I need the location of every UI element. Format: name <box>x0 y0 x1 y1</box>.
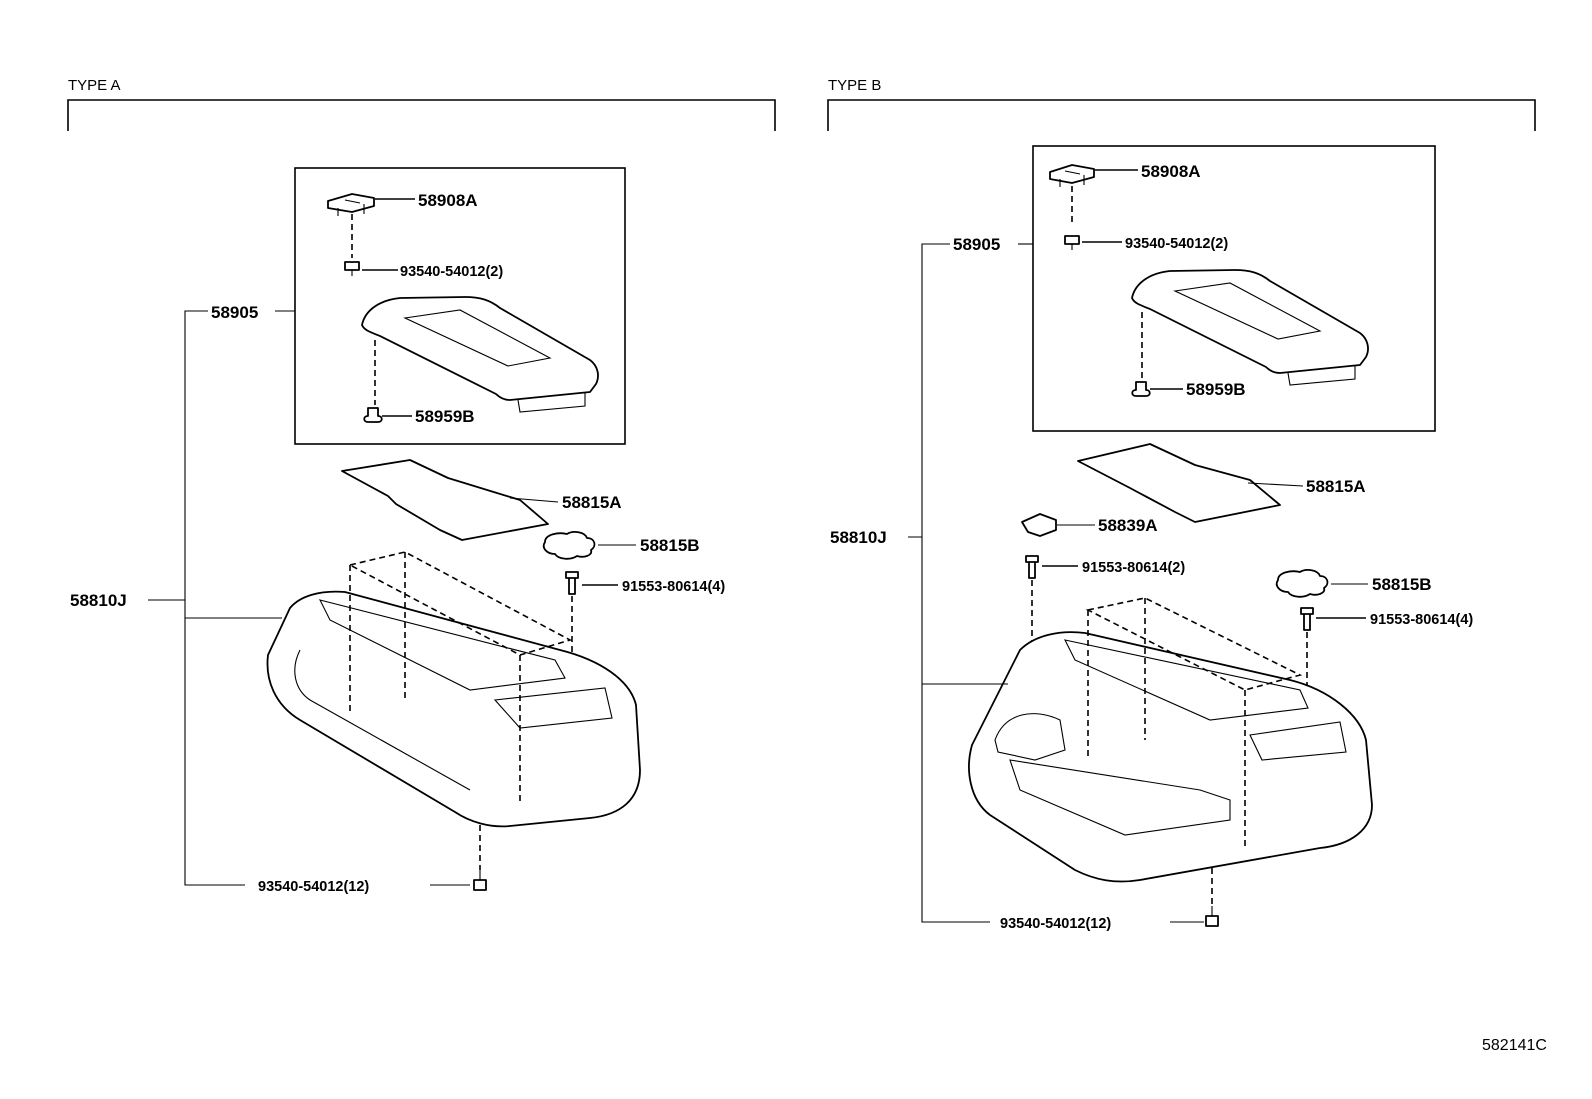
type-a-label-93540-12: 93540-54012(12) <box>258 879 369 895</box>
type-b-bottom-screw-icon <box>1205 906 1219 927</box>
type-a-label-58908a: 58908A <box>418 191 478 210</box>
type-b-pad-part <box>1275 569 1368 598</box>
type-b-lock-bracket-part <box>1049 164 1138 225</box>
type-b-label-58839a: 58839A <box>1098 516 1158 535</box>
type-a-label-91553-4: 91553-80614(4) <box>622 579 725 595</box>
type-b-label-58959b: 58959B <box>1186 380 1246 399</box>
diagram-code: 582141C <box>1482 1037 1547 1054</box>
type-a-panel: TYPE A 58908A 93540-54012(2) <box>67 77 776 895</box>
type-b-console-box-part <box>968 597 1373 905</box>
type-a-label-93540-2: 93540-54012(2) <box>400 264 503 280</box>
type-b-label-58908a: 58908A <box>1141 162 1201 181</box>
type-a-screw-icon <box>344 261 398 276</box>
type-b-clip-icon <box>1131 381 1183 397</box>
type-b-cover-part <box>1021 513 1095 537</box>
type-a-console-box-part <box>266 551 641 870</box>
type-b-armrest-lid-part <box>1131 269 1369 386</box>
type-b-mat-part <box>1077 443 1304 523</box>
type-a-assembly-box <box>294 167 626 445</box>
type-a-clip-icon <box>363 407 412 423</box>
type-a-label: TYPE A <box>68 77 121 94</box>
type-a-lock-bracket-part <box>327 193 415 258</box>
type-a-bracket <box>67 99 776 131</box>
type-b-panel: TYPE B 58908A 93540-54012(2) <box>827 77 1536 932</box>
type-b-label-58815a: 58815A <box>1306 477 1366 496</box>
type-b-assembly-box <box>1032 145 1436 432</box>
type-b-label-58810j: 58810J <box>830 528 887 547</box>
type-a-mat-part <box>341 459 559 541</box>
type-b-label-91553-2: 91553-80614(2) <box>1082 560 1185 576</box>
type-a-armrest-lid-part <box>361 296 599 413</box>
type-b-screw-icon <box>1064 235 1122 250</box>
type-a-label-58959b: 58959B <box>415 407 475 426</box>
type-b-label-58905: 58905 <box>953 235 1000 254</box>
type-b-bracket <box>827 99 1536 131</box>
type-a-bottom-screw-icon <box>473 870 487 891</box>
type-b-label-93540-12: 93540-54012(12) <box>1000 916 1111 932</box>
type-b-label-91553-4: 91553-80614(4) <box>1370 612 1473 628</box>
type-a-pad-part <box>542 531 636 560</box>
type-a-label-58815b: 58815B <box>640 536 700 555</box>
type-b-label: TYPE B <box>828 77 881 94</box>
type-b-label-58815b: 58815B <box>1372 575 1432 594</box>
type-b-label-93540-2: 93540-54012(2) <box>1125 236 1228 252</box>
type-a-label-58815a: 58815A <box>562 493 622 512</box>
type-a-label-58810j: 58810J <box>70 591 127 610</box>
type-a-label-58905: 58905 <box>211 303 258 322</box>
